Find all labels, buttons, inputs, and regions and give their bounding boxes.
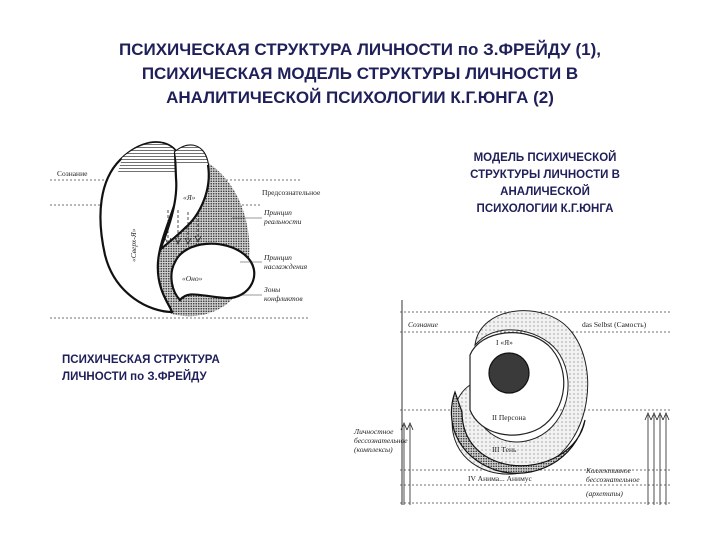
freud-id-label: «Оно» bbox=[182, 274, 203, 283]
freud-caption-line-1: ПСИХИЧЕСКАЯ СТРУКТУРА bbox=[62, 354, 220, 366]
title-line-1: ПСИХИЧЕСКАЯ СТРУКТУРА ЛИЧНОСТИ по З.ФРЕЙ… bbox=[118, 40, 601, 59]
freud-preconscious-label: Предсознательное bbox=[262, 188, 321, 197]
jung-caption-line-1: МОДЕЛЬ ПСИХИЧЕСКОЙ bbox=[473, 152, 617, 164]
jung-caption-line-2: СТРУКТУРЫ ЛИЧНОСТИ В bbox=[470, 169, 620, 181]
jung-right-arrows bbox=[644, 411, 670, 505]
jung-shadow-shape bbox=[450, 390, 586, 474]
title-line-3: АНАЛИТИЧЕСКОЙ ПСИХОЛОГИИ К.Г.ЮНГА (2) bbox=[166, 88, 554, 107]
jung-ego-label: I «Я» bbox=[496, 338, 513, 347]
freud-pointer-lines bbox=[232, 217, 262, 296]
freud-diagram: Сознание Предсознательное «Я» «Сверх-Я» … bbox=[50, 141, 321, 319]
jung-persona-label: II Персона bbox=[492, 413, 526, 422]
jung-collective-unconscious-1: Коллективное bbox=[585, 466, 632, 475]
freud-reality-arrows bbox=[164, 210, 202, 245]
page-title: ПСИХИЧЕСКАЯ СТРУКТУРА ЛИЧНОСТИ по З.ФРЕЙ… bbox=[20, 38, 700, 110]
freud-caption: ПСИХИЧЕСКАЯ СТРУКТУРА ЛИЧНОСТИ по З.ФРЕЙ… bbox=[62, 352, 262, 386]
jung-caption-line-3: АНАЛИЧЕСКОЙ bbox=[500, 186, 590, 198]
freud-caption-line-2: ЛИЧНОСТИ по З.ФРЕЙДУ bbox=[62, 371, 207, 383]
jung-caption-line-4: ПСИХОЛОГИИ К.Г.ЮНГА bbox=[476, 203, 614, 215]
jung-personal-unconscious-2: бессознательное bbox=[354, 436, 408, 445]
jung-personal-unconscious-1: Личностное bbox=[353, 427, 394, 436]
jung-ego-circle bbox=[488, 352, 530, 394]
freud-consciousness-label: Сознание bbox=[57, 169, 88, 178]
jung-anima-label: IV Анима... Анимус bbox=[468, 474, 533, 483]
freud-pleasure-label-2: наслаждения bbox=[264, 262, 308, 271]
jung-consciousness-label: Сознание bbox=[408, 320, 439, 329]
jung-shadow-label: III Тень bbox=[492, 445, 517, 454]
freud-conflict-label-2: конфликтов bbox=[264, 294, 303, 303]
freud-id-shape bbox=[170, 242, 256, 302]
title-line-2: ПСИХИЧЕСКАЯ МОДЕЛЬ СТРУКТУРЫ ЛИЧНОСТИ В bbox=[141, 64, 579, 83]
jung-personal-unconscious-3: (комплексы) bbox=[354, 445, 393, 454]
freud-superego-conscious-part bbox=[175, 145, 208, 165]
jung-left-arrows bbox=[400, 421, 414, 505]
freud-reality-label-2: реальности bbox=[263, 217, 302, 226]
freud-conflict-label-1: Зоны bbox=[264, 285, 280, 294]
freud-pleasure-label-1: Принцип bbox=[263, 253, 292, 262]
jung-collective-unconscious-3: (архетипы) bbox=[586, 489, 623, 498]
jung-caption: МОДЕЛЬ ПСИХИЧЕСКОЙ СТРУКТУРЫ ЛИЧНОСТИ В … bbox=[440, 150, 650, 218]
freud-ego-conscious-part bbox=[118, 142, 182, 172]
freud-ego-label: «Я» bbox=[183, 193, 196, 202]
freud-superego-label: «Сверх-Я» bbox=[129, 228, 138, 262]
jung-diagram: Сознание das Selbst (Самость) I «Я» II П… bbox=[353, 300, 672, 505]
freud-reality-label-1: Принцип bbox=[263, 208, 292, 217]
jung-collective-unconscious-2: бессознательное bbox=[586, 475, 640, 484]
jung-self-label: das Selbst (Самость) bbox=[582, 320, 647, 329]
